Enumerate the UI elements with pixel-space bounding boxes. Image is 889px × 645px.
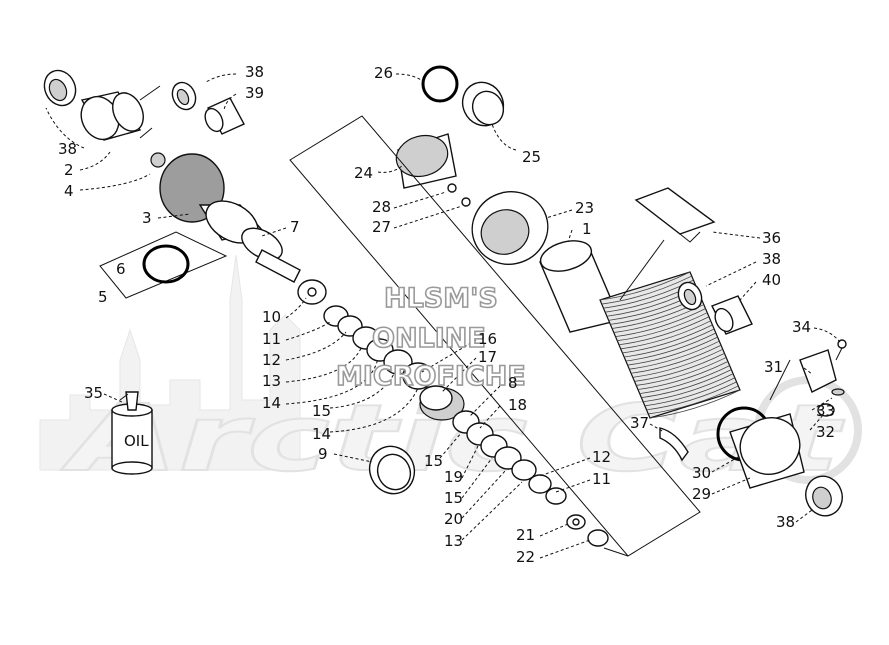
spring-coil-line: [601, 275, 692, 305]
spring-coil-line: [644, 377, 736, 407]
callout-number-c20: 20: [444, 510, 463, 528]
spring-coil-line: [641, 369, 732, 399]
valve-stack-group: [297, 279, 609, 547]
callout-number-c11a: 11: [262, 330, 281, 348]
callout-number-c18: 18: [508, 396, 527, 414]
callout-number-c1: 1: [582, 220, 592, 238]
spring-coil-line: [615, 308, 706, 338]
callout-number-c5: 5: [98, 288, 108, 306]
callout-number-c35: 35: [84, 384, 103, 402]
callout-number-c38d: 38: [776, 513, 795, 531]
top-seal-group: [395, 65, 549, 265]
spring-coil-line: [624, 328, 715, 358]
oil-can-label: OIL: [124, 432, 149, 450]
callout-number-c13a: 13: [262, 372, 281, 390]
shock-body-group: [539, 187, 847, 517]
spring-coil-line: [639, 365, 730, 394]
spring-coil-line: [636, 357, 727, 386]
callout-number-c30: 30: [692, 464, 711, 482]
callout-number-c32: 32: [816, 423, 835, 441]
spring-coil-line: [632, 348, 723, 378]
callout-number-c10: 10: [262, 308, 281, 326]
callout-number-c2: 2: [64, 161, 74, 179]
callout-number-c24: 24: [354, 164, 373, 182]
callout-number-c34: 34: [792, 318, 811, 336]
callout-number-c14b: 14: [312, 425, 331, 443]
callout-number-c11b: 11: [592, 470, 611, 488]
spring-coil-line: [648, 385, 739, 415]
callout-number-c37: 37: [630, 414, 649, 432]
callout-number-c3: 3: [142, 209, 152, 227]
spring-coil-line: [620, 320, 711, 350]
callout-number-c17: 17: [478, 348, 497, 366]
callout-number-c38a: 38: [245, 63, 264, 81]
watermark-line-2: ONLINE: [372, 323, 486, 354]
callout-number-c15b: 15: [424, 452, 443, 470]
callout-number-c28: 28: [372, 198, 391, 216]
callout-number-c12a: 12: [262, 351, 281, 369]
callout-number-c14a: 14: [262, 394, 281, 412]
oil-can: OIL: [111, 391, 153, 475]
spring-coil-line: [618, 316, 710, 346]
callout-number-c8: 8: [508, 374, 518, 392]
callout-number-c4: 4: [64, 182, 74, 200]
callout-number-c27: 27: [372, 218, 391, 236]
callout-number-c39: 39: [245, 84, 264, 102]
callout-number-c33: 33: [816, 402, 835, 420]
callout-number-c38c: 38: [762, 250, 781, 268]
watermark-line-1: HLSM'S: [384, 283, 498, 314]
callout-number-c15c: 15: [444, 489, 463, 507]
callout-number-c7: 7: [290, 218, 300, 236]
callout-number-c23: 23: [575, 199, 594, 217]
spring-coil-line: [599, 271, 691, 301]
callout-number-c31: 31: [764, 358, 783, 376]
spring-coil-line: [622, 324, 713, 354]
callout-number-c25: 25: [522, 148, 541, 166]
spring-coil-line: [634, 353, 725, 382]
callout-number-c29: 29: [692, 485, 711, 503]
callout-number-c38b: 38: [58, 140, 77, 158]
upper-mount-group: [43, 69, 301, 299]
spring-coil-line: [643, 373, 734, 403]
leader-lines: [45, 73, 841, 559]
watermark-skyline: [39, 254, 301, 471]
callout-number-c26: 26: [374, 64, 393, 82]
callout-number-c12b: 12: [592, 448, 611, 466]
spring-coil-line: [625, 332, 717, 362]
callout-number-c16: 16: [478, 330, 497, 348]
spring-coil-line: [649, 389, 741, 419]
callout-number-c6: 6: [116, 260, 126, 278]
callout-number-c36: 36: [762, 229, 781, 247]
watermark-text: HLSM'S ONLINE MICROFICHE: [335, 282, 526, 393]
spring-coil-line: [646, 381, 737, 411]
spring-coil-line: [629, 340, 720, 370]
callout-number-c22: 22: [516, 548, 535, 566]
spring-coil-line: [630, 344, 722, 374]
assembly-outline: [289, 115, 701, 557]
callout-number-c21: 21: [516, 526, 535, 544]
spring-coil-line: [627, 336, 718, 366]
spring-coil-line: [637, 361, 729, 390]
callout-number-c19: 19: [444, 468, 463, 486]
callout-number-c9: 9: [318, 445, 328, 463]
callout-number-c40: 40: [762, 271, 781, 289]
callout-number-c13b: 13: [444, 532, 463, 550]
spring-coil-line: [617, 312, 708, 342]
watermark-line-3: MICROFICHE: [336, 361, 526, 392]
callout-number-c15a: 15: [312, 402, 331, 420]
